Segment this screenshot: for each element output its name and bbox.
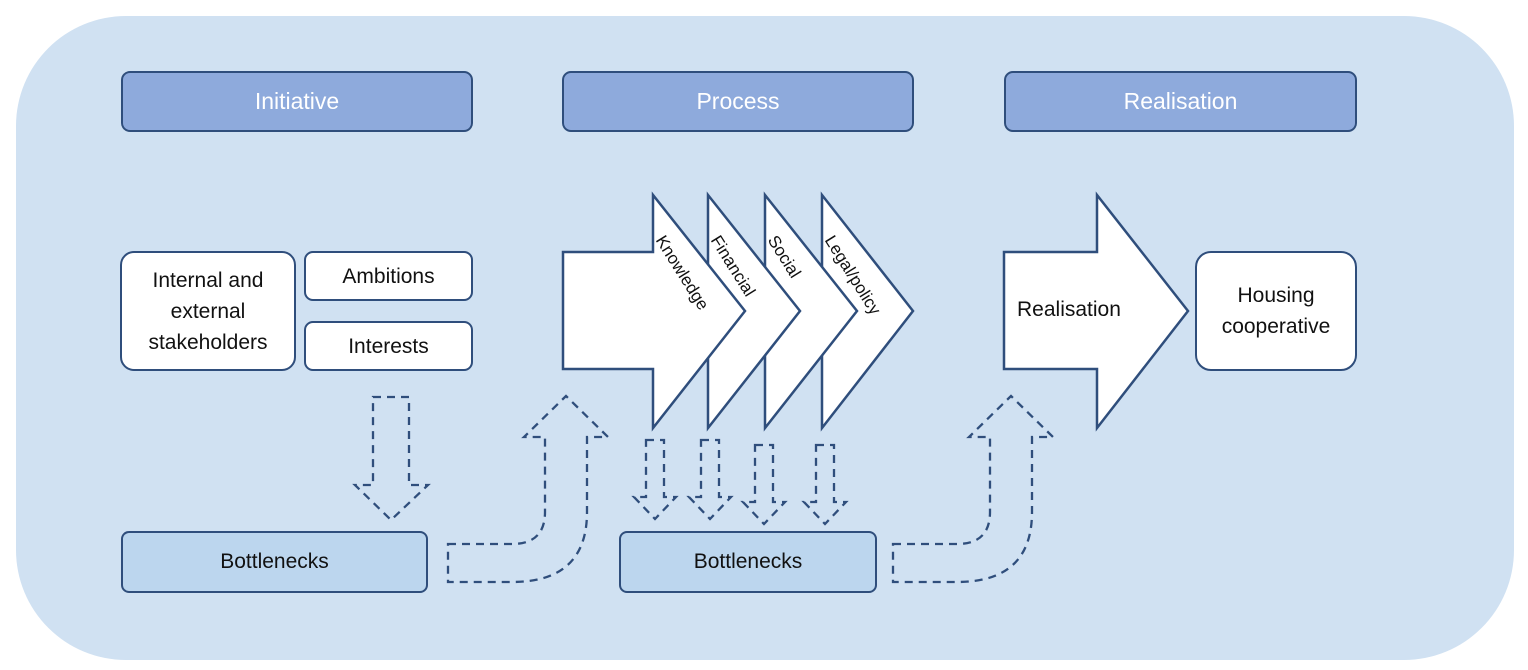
dashed-down-arrow-legal-policy <box>801 443 849 526</box>
interests-box: Interests <box>304 321 473 371</box>
dashed-down-arrow-initiative <box>352 395 431 522</box>
initiative-header: Initiative <box>121 71 473 132</box>
dashed-down-arrow-social <box>740 443 788 526</box>
process-header: Process <box>562 71 914 132</box>
stakeholders-box: Internal and external stakeholders <box>120 251 296 371</box>
bottlenecks-box-initiative: Bottlenecks <box>121 531 428 593</box>
dashed-down-arrow-financial <box>686 438 734 521</box>
dashed-down-arrow-knowledge <box>631 438 679 521</box>
bottlenecks-box-process: Bottlenecks <box>619 531 877 593</box>
dashed-curved-arrow-left <box>446 394 611 584</box>
realisation-header: Realisation <box>1004 71 1357 132</box>
housing-cooperative-box: Housing cooperative <box>1195 251 1357 371</box>
realisation-arrow-label: Realisation <box>1017 298 1121 321</box>
ambitions-box: Ambitions <box>304 251 473 301</box>
process-arrow-knowledge <box>561 191 747 432</box>
dashed-curved-arrow-right <box>891 394 1056 584</box>
realisation-arrow <box>1002 191 1190 432</box>
